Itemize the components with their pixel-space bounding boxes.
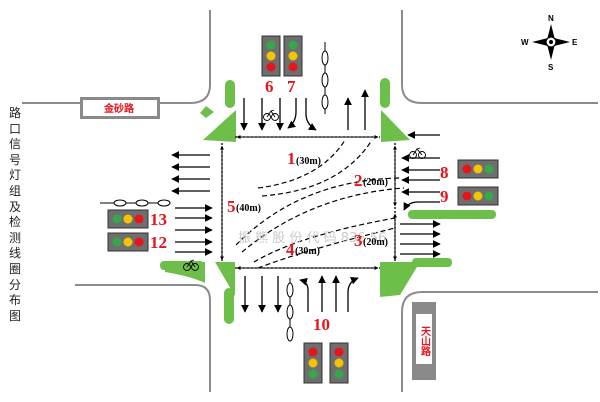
title-char: 路 (8, 106, 21, 120)
detection-box-arrows (220, 135, 397, 270)
south-approach-arrows (299, 275, 359, 312)
signal-group-number: 9 (440, 187, 449, 206)
loop-id: 2 (354, 171, 363, 190)
loop-id: 5 (227, 197, 236, 216)
loop-length: (20m) (363, 177, 388, 188)
title-char: 组 (8, 183, 21, 198)
signal-group-number: 10 (313, 315, 330, 334)
title-char: 号 (8, 152, 21, 167)
signal-head-8 (457, 159, 499, 179)
west-exit-arrows (171, 151, 210, 195)
watermark: 振 熊 股 份 代 码 836 56 (238, 230, 386, 246)
road-label-west (80, 97, 160, 119)
title-char: 及 (8, 199, 21, 214)
compass-n-label: N (548, 14, 554, 23)
road-name-east: 天山路 (419, 326, 431, 357)
loop-length: (30m) (296, 156, 321, 167)
signal-head-6 (261, 35, 281, 77)
signal-group-number: 6 (265, 77, 274, 96)
signal-head-13 (107, 209, 149, 229)
loop-id: 1 (287, 149, 296, 168)
title-char: 灯 (8, 168, 21, 183)
turning-paths (235, 139, 405, 269)
diagram-title: 路 口 信 号 灯 组 及 检 测 线 圈 分 布 图 (8, 106, 22, 324)
north-approach-arrows (240, 89, 369, 131)
road-label-east (412, 302, 436, 380)
road-name-west: 金砂路 (103, 102, 135, 115)
compass-w-label: W (521, 38, 529, 47)
title-char: 分 (8, 277, 21, 292)
loop-id: 3 (354, 231, 363, 250)
bicycle-icon (263, 109, 279, 121)
east-exit-arrows (400, 220, 441, 258)
signal-head-9 (457, 186, 499, 206)
signal-group-number: 13 (150, 210, 167, 229)
west-approach-arrows (175, 204, 213, 256)
south-exit-arrows (241, 276, 282, 313)
title-char: 线 (8, 246, 21, 261)
signal-head-10a (303, 342, 323, 384)
title-char: 测 (8, 230, 21, 245)
road-edges (22, 10, 598, 392)
title-char: 检 (8, 215, 21, 230)
signal-head-10b (329, 342, 349, 384)
bicycle-icon (409, 147, 426, 159)
loop-length: (20m) (363, 237, 388, 248)
signal-group-number: 12 (150, 233, 167, 252)
loop-id: 4 (286, 240, 295, 259)
title-char: 信 (8, 137, 21, 152)
loop-length: (30m) (295, 246, 320, 257)
title-char: 图 (8, 308, 21, 323)
signal-group-number: 7 (287, 77, 296, 96)
title-char: 口 (8, 121, 21, 136)
compass-icon (532, 24, 570, 60)
signal-group-number: 8 (440, 163, 449, 182)
signal-head-12 (107, 232, 149, 252)
title-char: 圈 (8, 261, 21, 276)
bicycle-icon (183, 259, 199, 271)
east-approach-arrows (401, 131, 440, 211)
south-bike-lane (286, 278, 294, 342)
green-islands (160, 78, 496, 324)
signal-head-7 (283, 35, 303, 77)
west-bike-lane (100, 199, 171, 207)
title-char: 布 (8, 293, 21, 308)
compass-s-label: S (548, 63, 554, 72)
compass-e-label: E (572, 38, 578, 47)
loop-length: (40m) (236, 203, 261, 214)
north-bike-lane (321, 42, 329, 114)
